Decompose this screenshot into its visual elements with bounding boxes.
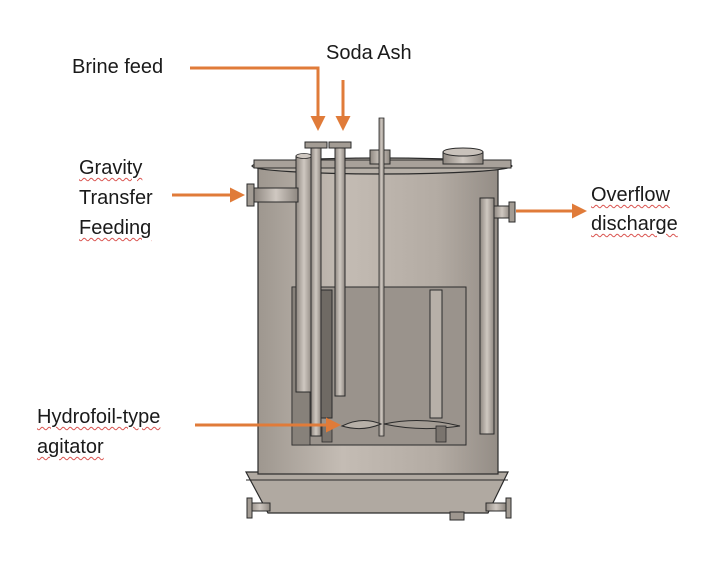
hydrofoil-impeller bbox=[321, 419, 461, 443]
label-hydrofoil: Hydrofoil-type bbox=[37, 406, 161, 428]
gravity-feed-pipe bbox=[246, 153, 313, 393]
agitator-shaft bbox=[378, 117, 385, 437]
label-gravity: Gravity bbox=[79, 157, 143, 179]
brine-feed-pipe bbox=[304, 141, 328, 437]
top-manhole bbox=[442, 147, 484, 165]
label-overflow: Overflow bbox=[591, 184, 670, 206]
label-brine-feed: Brine feed bbox=[72, 56, 164, 78]
arrows bbox=[172, 66, 587, 433]
overflow-pipe bbox=[479, 197, 516, 435]
tank-base bbox=[244, 471, 512, 521]
soda-ash-pipe bbox=[328, 141, 352, 397]
label-discharge: discharge bbox=[591, 213, 678, 235]
brine-feed-arrow bbox=[190, 66, 326, 131]
label-transfer: Transfer bbox=[79, 187, 153, 209]
baffle-left bbox=[319, 289, 333, 419]
label-feeding: Feeding bbox=[79, 217, 152, 239]
label-agitator: agitator bbox=[37, 436, 104, 458]
baffle-right bbox=[429, 289, 443, 419]
label-soda-ash: Soda Ash bbox=[326, 42, 412, 64]
